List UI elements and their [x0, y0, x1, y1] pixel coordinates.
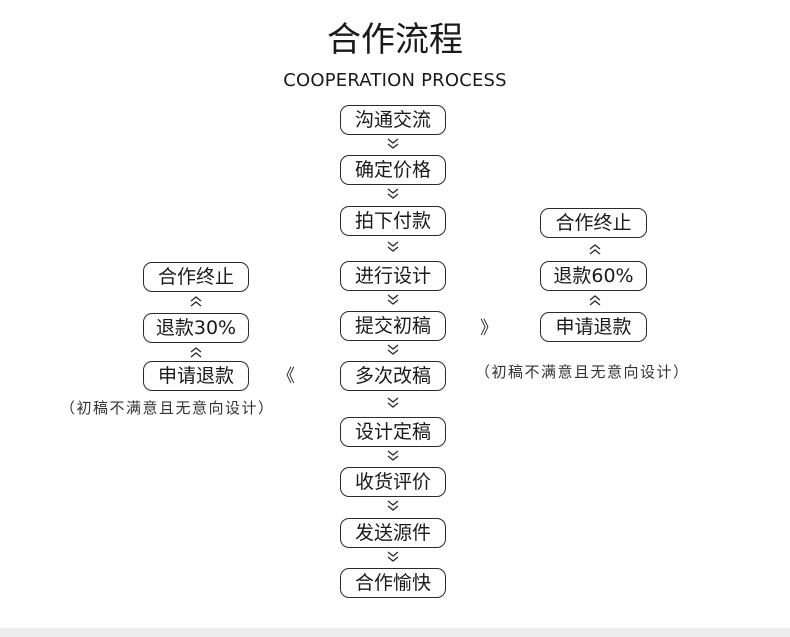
- down-arrow-icon: [385, 550, 401, 564]
- step-finalize: 设计定稿: [340, 417, 446, 447]
- step-communicate: 沟通交流: [340, 105, 446, 135]
- down-arrow-icon: [385, 293, 401, 307]
- right-step-refund: 退款60%: [540, 261, 647, 291]
- left-step-terminate: 合作终止: [143, 262, 249, 292]
- step-first-draft: 提交初稿: [340, 311, 446, 341]
- step-confirm-price: 确定价格: [340, 155, 446, 185]
- up-arrow-icon: [188, 294, 204, 308]
- down-arrow-icon: [385, 449, 401, 463]
- right-pointer-icon: 》: [480, 318, 498, 339]
- step-send-source: 发送源件: [340, 518, 446, 548]
- down-arrow-icon: [385, 343, 401, 357]
- left-step-apply-refund: 申请退款: [143, 361, 249, 391]
- page-subtitle: COOPERATION PROCESS: [283, 70, 507, 91]
- left-note: （初稿不满意且无意向设计）: [60, 399, 275, 417]
- left-step-refund: 退款30%: [143, 313, 249, 343]
- step-revisions: 多次改稿: [340, 361, 446, 391]
- down-arrow-icon: [385, 396, 401, 410]
- step-review: 收货评价: [340, 467, 446, 497]
- down-arrow-icon: [385, 137, 401, 151]
- right-note: （初稿不满意且无意向设计）: [475, 363, 690, 381]
- step-pay: 拍下付款: [340, 206, 446, 236]
- up-arrow-icon: [188, 345, 204, 359]
- up-arrow-icon: [587, 242, 603, 256]
- down-arrow-icon: [385, 499, 401, 513]
- up-arrow-icon: [587, 293, 603, 307]
- down-arrow-icon: [385, 187, 401, 201]
- step-design: 进行设计: [340, 261, 446, 291]
- down-arrow-icon: [385, 240, 401, 254]
- right-step-terminate: 合作终止: [540, 208, 647, 238]
- step-done: 合作愉快: [340, 568, 446, 598]
- right-step-apply-refund: 申请退款: [540, 312, 647, 342]
- left-pointer-icon: 《: [277, 366, 295, 387]
- footer-band: [0, 628, 790, 637]
- page-title: 合作流程: [327, 20, 463, 60]
